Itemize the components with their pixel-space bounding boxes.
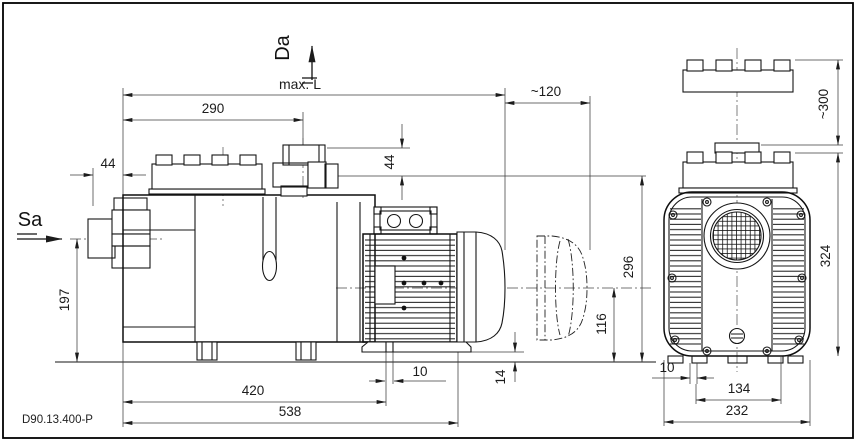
front-extension-lines xyxy=(663,59,843,426)
dim-300: ~300 xyxy=(816,89,831,119)
side-ribs-left xyxy=(670,206,701,348)
fan-cowl xyxy=(456,231,506,343)
cable-gland xyxy=(408,213,424,229)
discharge-label: Da xyxy=(272,34,294,60)
dim-296: 296 xyxy=(621,256,636,279)
dim-116: 116 xyxy=(594,313,609,335)
dim-44-discharge: 44 xyxy=(382,154,397,170)
motor-bracket xyxy=(361,341,472,353)
dim-197: 197 xyxy=(57,289,72,312)
housing-screws xyxy=(667,197,807,356)
motor xyxy=(361,206,506,353)
dim-538: 538 xyxy=(279,404,302,419)
discharge-port xyxy=(272,144,339,197)
pump-foot xyxy=(295,341,317,361)
dim-290: 290 xyxy=(202,101,225,116)
suction-flow-marker: Sa xyxy=(17,209,63,243)
front-view xyxy=(663,48,843,426)
cable-gland xyxy=(386,213,402,229)
pump-housing xyxy=(122,194,376,361)
housing-slot xyxy=(262,197,277,260)
terminal-box xyxy=(373,206,438,235)
front-feet xyxy=(667,355,804,364)
flow-labels: Da Sa xyxy=(17,34,317,243)
dim-324: 324 xyxy=(818,244,833,267)
dim-134: 134 xyxy=(728,381,751,396)
strainer-basket-mesh xyxy=(713,212,761,260)
phantom-fan-cowl xyxy=(536,235,588,341)
dim-44-suction: 44 xyxy=(100,156,116,171)
dim-232: 232 xyxy=(726,403,749,418)
suction-label: Sa xyxy=(18,209,43,231)
strainer-lid-removed xyxy=(682,59,794,93)
drain-plug xyxy=(728,327,746,345)
pump-body-front xyxy=(663,191,811,364)
dim-120: ~120 xyxy=(531,84,561,99)
side-ribs-right xyxy=(773,206,804,348)
dim-14: 14 xyxy=(493,369,508,385)
nameplate xyxy=(374,265,396,305)
dim-10-side: 10 xyxy=(412,364,427,379)
side-view xyxy=(55,88,656,427)
drawing-number: D90.13.400-P xyxy=(22,414,93,426)
strainer-lid-front xyxy=(678,142,798,194)
dim-max-l: max. L xyxy=(279,76,321,92)
pump-foot xyxy=(196,341,218,361)
dim-420: 420 xyxy=(242,383,265,398)
dimensions: max. L ~120 290 44 44 197 420 538 10 14 … xyxy=(57,59,841,426)
discharge-flow-marker: Da xyxy=(272,34,317,84)
strainer-lid xyxy=(148,154,266,195)
dim-10-front: 10 xyxy=(659,360,674,375)
